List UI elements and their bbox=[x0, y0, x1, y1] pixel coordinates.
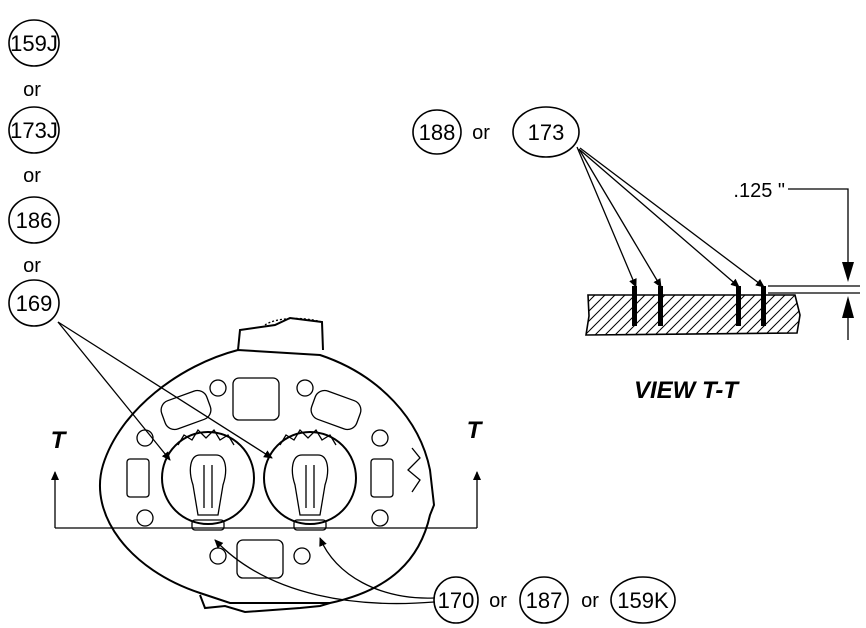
callout-label-159j: 159J bbox=[10, 31, 58, 56]
callout-bubble-173j bbox=[8, 106, 60, 154]
view-title: VIEW T-T bbox=[634, 377, 740, 404]
seat-mark-3 bbox=[736, 286, 741, 326]
callout-label-173j: 173J bbox=[10, 118, 58, 143]
callout-bubble-187 bbox=[519, 576, 569, 624]
seat-mark-2 bbox=[658, 286, 663, 326]
top-lug bbox=[237, 316, 324, 351]
callout-bubble-170 bbox=[433, 576, 479, 624]
leader-lines-bottom bbox=[214, 537, 435, 605]
dimension-label: .125 " bbox=[733, 180, 785, 202]
callout-label-170: 170 bbox=[438, 588, 475, 613]
or-text-1: or bbox=[23, 79, 41, 101]
seat-mark-4 bbox=[761, 286, 766, 326]
callout-bubble-159j bbox=[8, 19, 60, 67]
valve-seat-right bbox=[263, 428, 357, 531]
dimension-group: .125 " bbox=[733, 180, 860, 340]
hatched-section bbox=[585, 294, 801, 336]
section-marker-left: T bbox=[51, 427, 68, 454]
or-text-top: or bbox=[472, 122, 490, 144]
valve-body-plan: T T bbox=[51, 316, 484, 614]
callout-bubble-186 bbox=[8, 196, 60, 244]
callout-group-top: 188 or 173 bbox=[412, 106, 580, 158]
callout-bubble-169 bbox=[8, 279, 60, 327]
callout-group-bottom: 170 or 187 or 159K bbox=[433, 576, 676, 624]
callout-bubble-159k bbox=[610, 576, 676, 624]
leader-lines-169 bbox=[57, 321, 273, 461]
callout-bubble-188 bbox=[412, 109, 462, 155]
section-view-t-t: VIEW T-T bbox=[585, 286, 801, 404]
section-marker-right: T bbox=[467, 417, 484, 444]
or-text-2: or bbox=[23, 165, 41, 187]
callout-bubble-173 bbox=[512, 106, 580, 158]
callout-label-159k: 159K bbox=[617, 588, 669, 613]
callout-label-186: 186 bbox=[16, 208, 53, 233]
body-outline bbox=[98, 348, 436, 604]
bottom-lug bbox=[199, 594, 331, 614]
callout-stack-left: 159J or 173J or 186 or 169 bbox=[8, 19, 60, 327]
or-text-bottom-1: or bbox=[489, 590, 507, 612]
leader-lines-173 bbox=[576, 146, 765, 288]
seat-mark-1 bbox=[632, 286, 637, 326]
valve-seat-left bbox=[161, 428, 255, 531]
break-line bbox=[407, 447, 421, 493]
callout-label-188: 188 bbox=[419, 120, 456, 145]
callout-label-169: 169 bbox=[16, 291, 53, 316]
callout-label-173: 173 bbox=[528, 120, 565, 145]
callout-label-187: 187 bbox=[526, 588, 563, 613]
or-text-3: or bbox=[23, 255, 41, 277]
or-text-bottom-2: or bbox=[581, 590, 599, 612]
